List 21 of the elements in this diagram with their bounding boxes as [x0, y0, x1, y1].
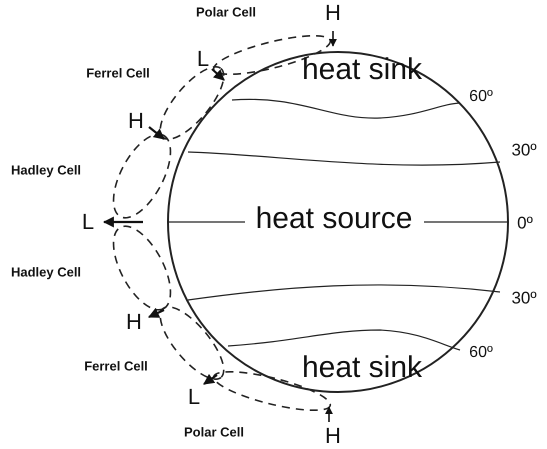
pressure-label: L — [196, 48, 210, 70]
pressure-label: L — [188, 386, 200, 408]
cell-label: Polar Cell — [184, 426, 244, 438]
cell-label: Ferrel Cell — [86, 66, 150, 80]
cell-label: Hadley Cell — [10, 266, 82, 278]
zone-label: heat source — [256, 204, 412, 234]
pressure-label: L — [82, 211, 94, 233]
latitude-label: 60º — [469, 89, 493, 105]
pressure-label: H — [325, 425, 341, 447]
cell-label: Hadley Cell — [10, 164, 82, 176]
zone-label: heat sink — [302, 353, 422, 383]
cell-label: Polar Cell — [196, 6, 256, 18]
pressure-label: H — [126, 311, 142, 333]
latitude-label: 30º — [511, 290, 537, 306]
pressure-label: H — [325, 2, 341, 24]
zone-label: heat sink — [302, 55, 422, 85]
latitude-label: 30º — [511, 142, 537, 158]
latitude-label: 60º — [469, 345, 493, 361]
cell-label: Ferrel Cell — [84, 360, 148, 372]
latitude-label: 0º — [517, 214, 533, 232]
pressure-label: H — [128, 110, 144, 132]
